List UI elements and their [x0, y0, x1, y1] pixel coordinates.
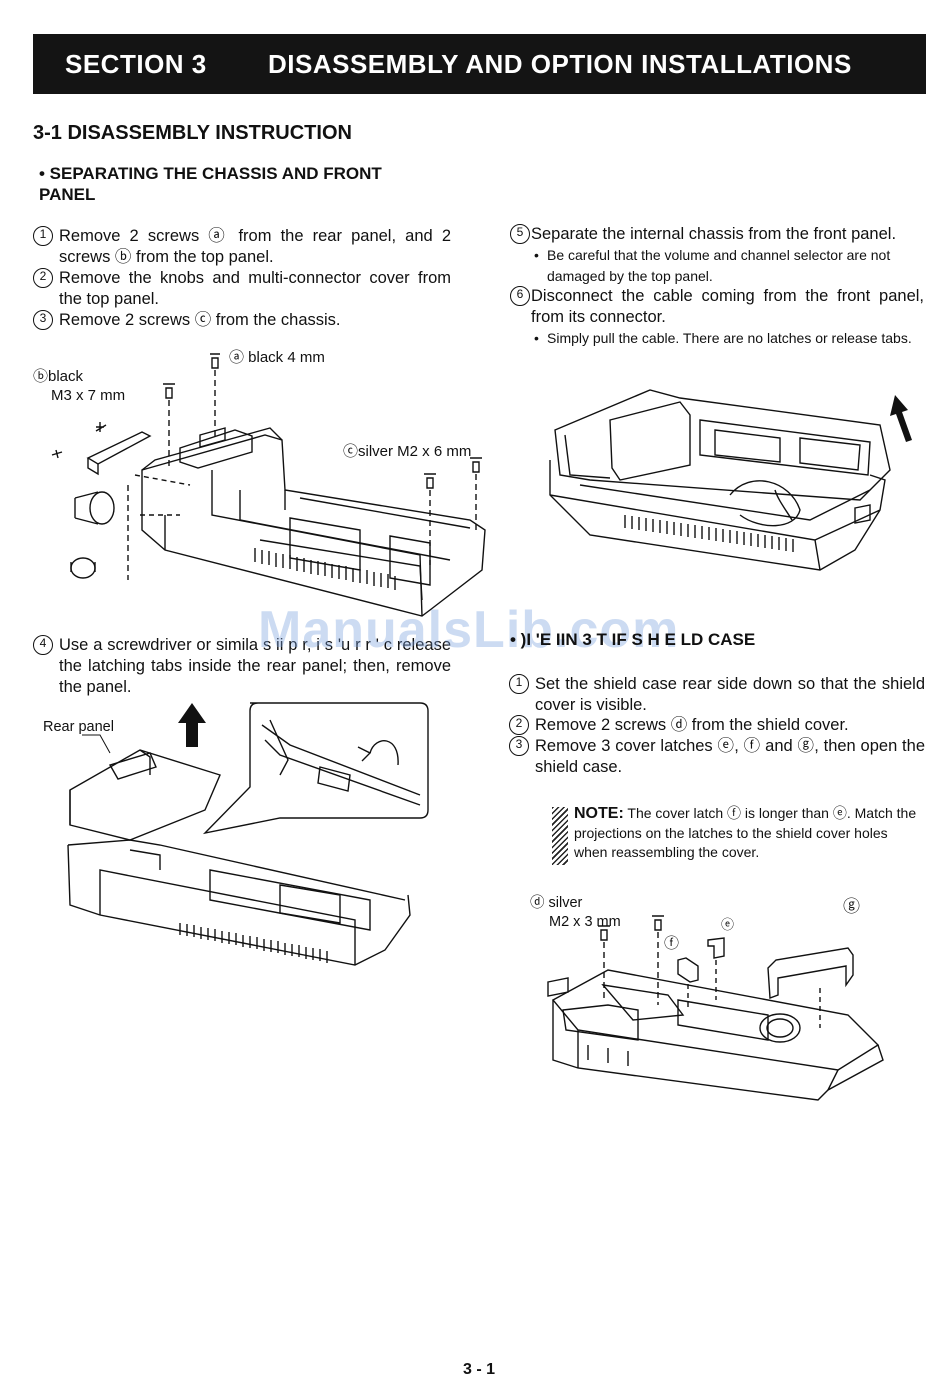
step-4: 4 Use a screwdriver or simila s ii p r, …	[33, 635, 451, 697]
step-text: Remove 2 screws ⓐ from the rear panel, a…	[59, 227, 451, 266]
step-number: 4	[33, 635, 53, 655]
label-latch-e: ⓔ	[721, 917, 735, 932]
section-number: SECTION 3	[65, 49, 207, 79]
section-title: DISASSEMBLY AND OPTION INSTALLATIONS	[268, 49, 852, 79]
bullet-text: Be careful that the volume and channel s…	[547, 247, 891, 284]
label-screw-c: ⓒsilver M2 x 6 mm	[343, 443, 472, 460]
step-number: 1	[33, 226, 53, 246]
figure-chassis-exploded	[30, 340, 500, 625]
note-label: NOTE:	[574, 805, 624, 822]
page-heading: 3-1 DISASSEMBLY INSTRUCTION	[33, 122, 352, 144]
step-text: Separate the internal chassis from the f…	[531, 225, 897, 243]
shield-step-1: 1 Set the shield case rear side down so …	[509, 674, 925, 716]
label-screw-a: ⓐ black 4 mm	[229, 349, 325, 366]
step-number: 2	[509, 715, 529, 735]
shield-step-2: 2 Remove 2 screws ⓓ from the shield cove…	[509, 715, 925, 736]
label-screw-b-size: M3 x 7 mm	[51, 387, 126, 404]
label-latch-g: ⓖ	[843, 897, 860, 916]
step-text: Remove 2 screws ⓒ from the chassis.	[59, 311, 341, 329]
subheading-separating: • SEPARATING THE CHASSIS AND FRONT PANEL	[39, 164, 382, 204]
step-text: Use a screwdriver or simila s ii p r, i …	[59, 636, 451, 696]
step-1: 1 Remove 2 screws ⓐ from the rear panel,…	[33, 226, 451, 268]
note-text: The cover latch ⓕ is longer than ⓔ. Matc…	[574, 805, 917, 860]
step-number: 3	[33, 310, 53, 330]
note-hatch-icon	[552, 807, 568, 865]
label-screw-d-size: M2 x 3 mm	[549, 914, 621, 930]
step-number: 5	[510, 224, 530, 244]
step-text: Set the shield case rear side down so th…	[535, 675, 925, 714]
figure-shield-case	[548, 900, 888, 1115]
step-number: 3	[509, 736, 529, 756]
page-number: 3 - 1	[463, 1361, 496, 1377]
label-screw-b: ⓑblack	[33, 368, 84, 385]
step-text: Disconnect the cable coming from the fro…	[531, 287, 924, 326]
section-banner: SECTION 3 DISASSEMBLY AND OPTION INSTALL…	[33, 34, 926, 94]
label-latch-f: ⓕ	[664, 935, 680, 952]
subheading-shield-case: • )I 'E IIN 3 T IF S H E LD CASE	[510, 630, 756, 649]
step-text: Remove the knobs and multi-connector cov…	[59, 269, 451, 308]
label-rear-panel: Rear panel	[43, 719, 114, 735]
bullet-text: Simply pull the cable. There are no latc…	[547, 330, 912, 346]
note-box: NOTE: The cover latch ⓕ is longer than ⓔ…	[552, 804, 922, 865]
figure-rear-panel	[40, 695, 435, 995]
figure-chassis-separated	[550, 380, 912, 595]
note-bullet-1: • Be careful that the volume and channel…	[534, 245, 926, 286]
step-text: Remove 3 cover latches ⓔ, ⓕ and ⓖ, then …	[535, 737, 925, 776]
watermark: ManualsLib.com	[258, 601, 680, 659]
step-number: 2	[33, 268, 53, 288]
step-text: Remove 2 screws ⓓ from the shield cover.	[535, 716, 849, 734]
step-number: 1	[509, 674, 529, 694]
step-3: 3 Remove 2 screws ⓒ from the chassis.	[33, 310, 451, 331]
step-number: 6	[510, 286, 530, 306]
step-2: 2 Remove the knobs and multi-connector c…	[33, 268, 451, 310]
shield-step-3: 3 Remove 3 cover latches ⓔ, ⓕ and ⓖ, the…	[509, 736, 925, 778]
step-6: 6 Disconnect the cable coming from the f…	[510, 286, 924, 328]
note-bullet-2: • Simply pull the cable. There are no la…	[534, 328, 926, 349]
step-5: 5 Separate the internal chassis from the…	[510, 224, 924, 245]
label-screw-d: ⓓ silver	[530, 895, 583, 911]
